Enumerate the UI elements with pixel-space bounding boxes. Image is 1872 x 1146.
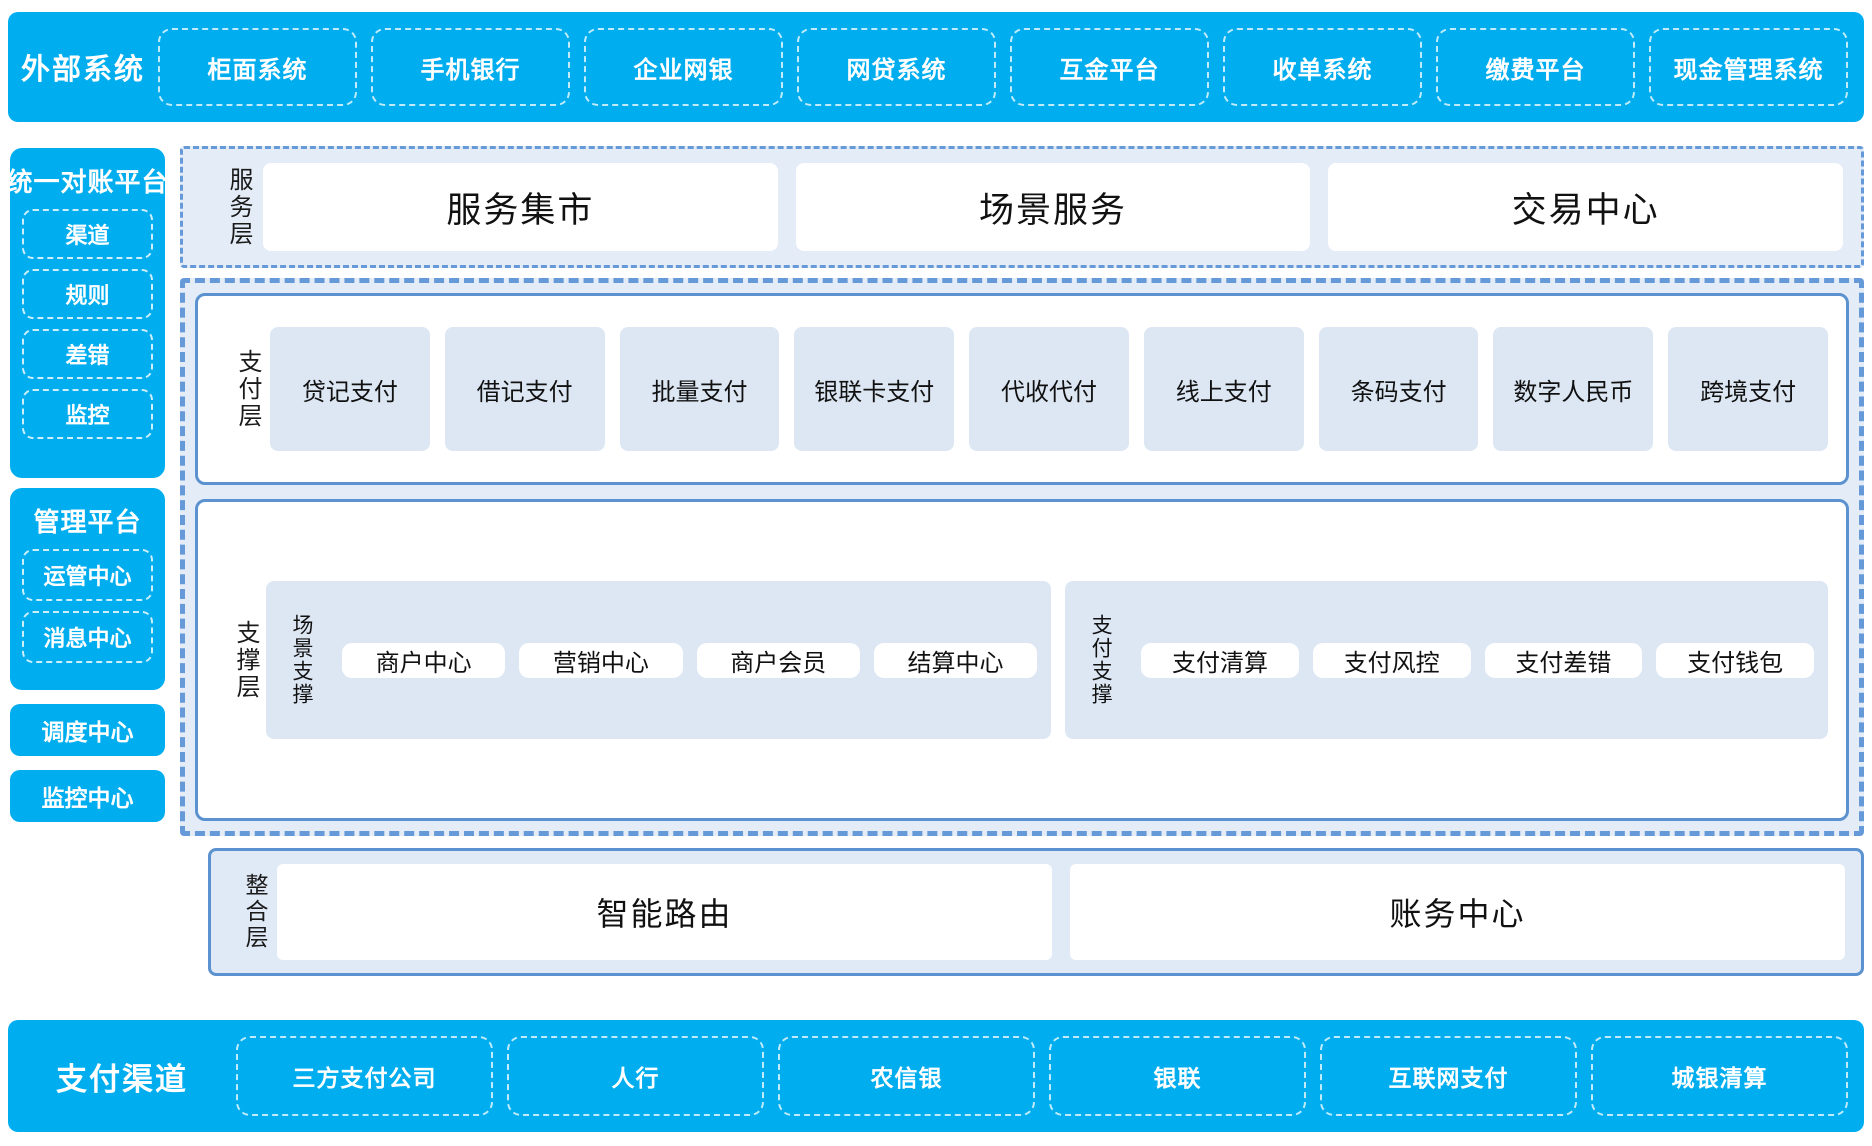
support-item-merchant-center[interactable]: 商户中心 [342, 642, 506, 678]
payment-channels-banner: 支付渠道 三方支付公司 人行 农信银 银联 互联网支付 城银清算 [8, 1020, 1864, 1132]
payment-channel-item[interactable]: 人行 [507, 1036, 764, 1116]
payment-item-batch[interactable]: 批量支付 [619, 327, 780, 451]
payment-item-cross-border[interactable]: 跨境支付 [1668, 327, 1829, 451]
payment-channels-title: 支付渠道 [56, 1061, 188, 1097]
support-item-marketing-center[interactable]: 营销中心 [519, 642, 683, 678]
payment-channels-list: 三方支付公司 人行 农信银 银联 互联网支付 城银清算 [236, 1020, 1864, 1132]
external-systems-banner: 外部系统 柜面系统 手机银行 企业网银 网贷系统 互金平台 收单系统 缴费平台 … [8, 12, 1864, 122]
payment-item-debit[interactable]: 借记支付 [444, 327, 605, 451]
external-system-item[interactable]: 互金平台 [1010, 28, 1209, 106]
support-layer-panel: 支撑层 场景支撑 商户中心 营销中心 商户会员 结算中心 支付支撑 支付清算 支… [195, 499, 1849, 821]
payment-item-credit[interactable]: 贷记支付 [270, 327, 430, 451]
payment-item-unionpay-card[interactable]: 银联卡支付 [794, 327, 955, 451]
sidebar-item-error[interactable]: 差错 [22, 329, 153, 379]
external-system-item[interactable]: 缴费平台 [1436, 28, 1635, 106]
external-system-item[interactable]: 网贷系统 [797, 28, 996, 106]
support-layer-label: 支撑层 [232, 619, 259, 701]
sidebar-item-message-center[interactable]: 消息中心 [22, 611, 153, 663]
external-system-item[interactable]: 手机银行 [371, 28, 570, 106]
support-item-settlement-center[interactable]: 结算中心 [873, 642, 1038, 678]
support-item-payment-wallet[interactable]: 支付钱包 [1656, 642, 1814, 678]
payment-support-label: 支付支撑 [1073, 595, 1127, 725]
service-layer-items: 服务集市 场景服务 交易中心 [263, 163, 1861, 251]
payment-channel-item[interactable]: 城银清算 [1591, 1036, 1848, 1116]
scene-support-label: 场景支撑 [274, 595, 328, 725]
external-systems-list: 柜面系统 手机银行 企业网银 网贷系统 互金平台 收单系统 缴费平台 现金管理系… [158, 12, 1864, 122]
support-item-merchant-member[interactable]: 商户会员 [696, 642, 860, 678]
management-platform-title: 管理平台 [33, 507, 142, 537]
payment-item-online[interactable]: 线上支付 [1143, 327, 1304, 451]
integration-layer-panel: 整合层 智能路由 账务中心 [208, 848, 1864, 976]
support-item-payment-risk[interactable]: 支付风控 [1312, 642, 1471, 678]
payment-support-label-text: 支付支撑 [1089, 614, 1113, 706]
core-layers-panel: 支付层 贷记支付 借记支付 批量支付 银联卡支付 代收代付 线上支付 条码支付 … [180, 278, 1864, 836]
support-item-payment-clearing[interactable]: 支付清算 [1141, 642, 1299, 678]
monitoring-center-card[interactable]: 监控中心 [10, 770, 165, 822]
reconciliation-platform-card: 统一对账平台 渠道 规则 差错 监控 [7, 148, 168, 478]
payment-layer-items: 贷记支付 借记支付 批量支付 银联卡支付 代收代付 线上支付 条码支付 数字人民… [270, 327, 1846, 451]
service-layer-panel: 服务层 服务集市 场景服务 交易中心 [180, 146, 1864, 268]
scene-support-group: 场景支撑 商户中心 营销中心 商户会员 结算中心 [266, 581, 1052, 739]
payment-layer-panel: 支付层 贷记支付 借记支付 批量支付 银联卡支付 代收代付 线上支付 条码支付 … [195, 293, 1849, 485]
payment-channel-item[interactable]: 三方支付公司 [236, 1036, 493, 1116]
scene-support-label-text: 场景支撑 [290, 614, 314, 706]
service-item-marketplace[interactable]: 服务集市 [263, 163, 778, 251]
payment-item-digital-rmb[interactable]: 数字人民币 [1493, 327, 1654, 451]
integration-layer-items: 智能路由 账务中心 [277, 864, 1861, 960]
sidebar-item-channel[interactable]: 渠道 [22, 209, 153, 259]
integration-item-accounting-center[interactable]: 账务中心 [1070, 864, 1845, 960]
payment-support-group: 支付支撑 支付清算 支付风控 支付差错 支付钱包 [1065, 581, 1828, 739]
integration-item-smart-routing[interactable]: 智能路由 [277, 864, 1052, 960]
payment-item-barcode[interactable]: 条码支付 [1318, 327, 1479, 451]
management-platform-card: 管理平台 运管中心 消息中心 [10, 488, 165, 690]
support-layer-groups: 场景支撑 商户中心 营销中心 商户会员 结算中心 支付支撑 支付清算 支付风控 … [266, 581, 1846, 739]
external-system-item[interactable]: 收单系统 [1223, 28, 1422, 106]
support-item-payment-error[interactable]: 支付差错 [1484, 642, 1643, 678]
scheduling-center-card[interactable]: 调度中心 [10, 704, 165, 756]
payment-layer-label: 支付层 [234, 348, 261, 430]
external-system-item[interactable]: 柜面系统 [158, 28, 357, 106]
reconciliation-platform-title: 统一对账平台 [6, 167, 169, 197]
payment-channel-item[interactable]: 互联网支付 [1320, 1036, 1577, 1116]
sidebar-item-rule[interactable]: 规则 [22, 269, 153, 319]
external-system-item[interactable]: 现金管理系统 [1649, 28, 1848, 106]
external-system-item[interactable]: 企业网银 [584, 28, 783, 106]
sidebar-item-operations-center[interactable]: 运管中心 [22, 549, 153, 601]
payment-channel-item[interactable]: 银联 [1049, 1036, 1306, 1116]
service-layer-label: 服务层 [225, 166, 252, 248]
integration-layer-label: 整合层 [242, 873, 268, 951]
service-item-scenario[interactable]: 场景服务 [795, 163, 1311, 251]
sidebar-item-monitor[interactable]: 监控 [22, 389, 153, 439]
service-item-transaction-center[interactable]: 交易中心 [1328, 163, 1844, 251]
payment-channel-item[interactable]: 农信银 [778, 1036, 1035, 1116]
external-systems-title: 外部系统 [20, 54, 145, 86]
payment-item-collection-payment[interactable]: 代收代付 [969, 327, 1129, 451]
